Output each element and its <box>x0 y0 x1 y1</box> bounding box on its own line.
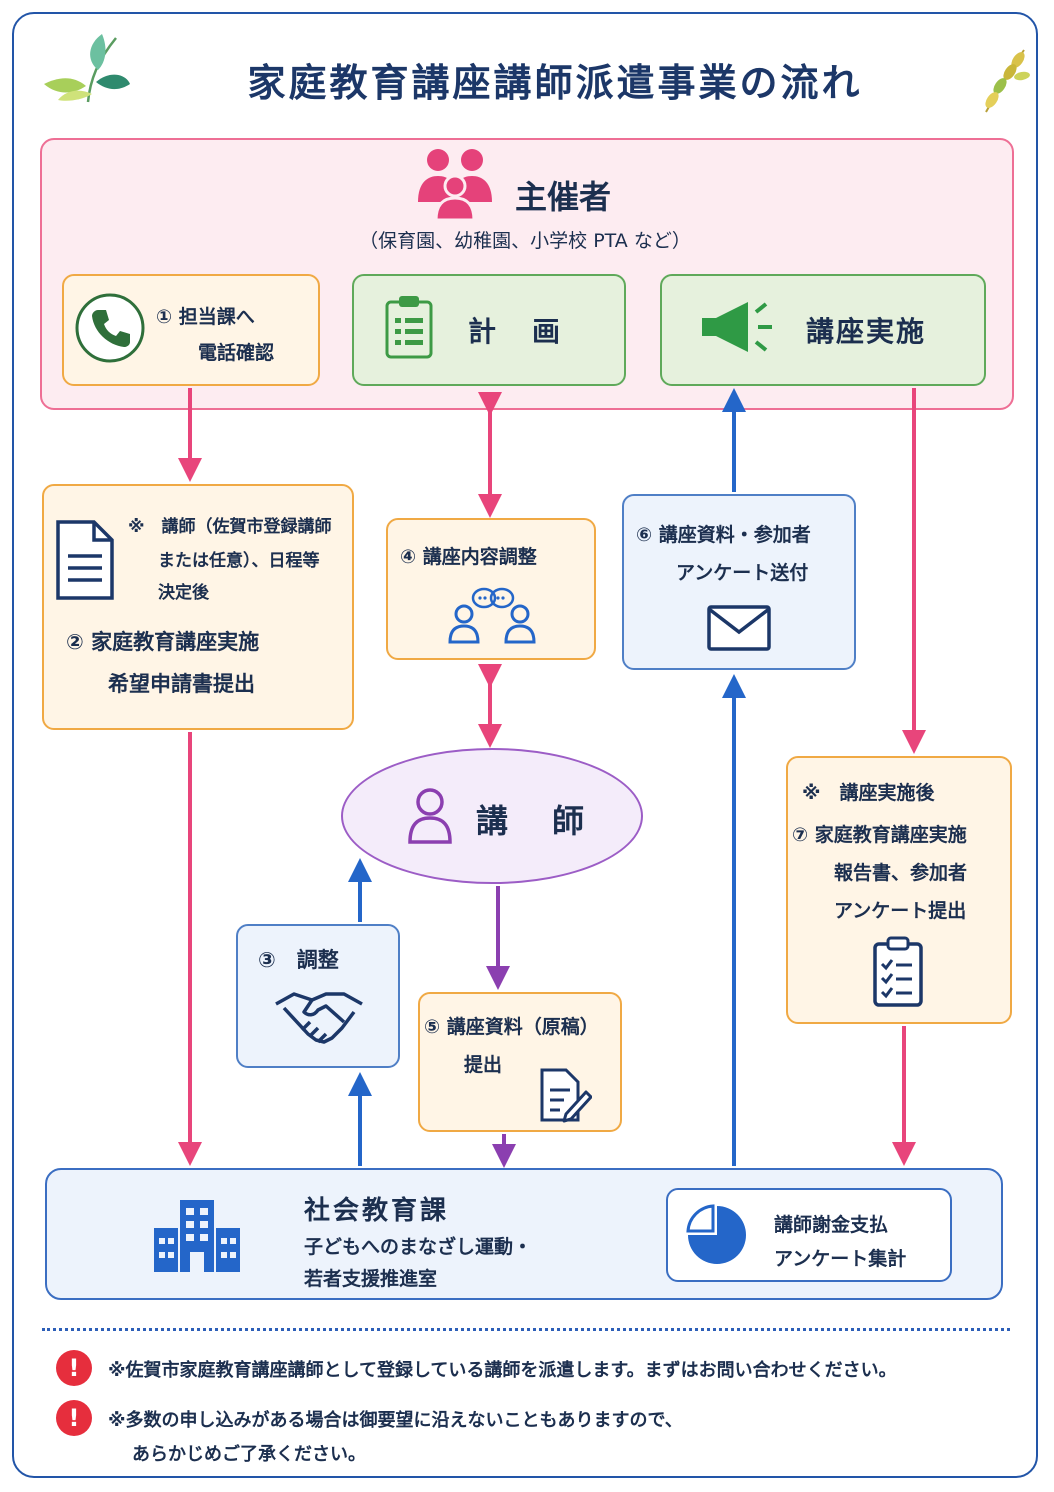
organizer-title: 主催者 <box>515 178 612 216</box>
plan-label: 計 画 <box>468 315 565 348</box>
document-edit-icon <box>540 1068 592 1123</box>
step5-box <box>418 992 622 1132</box>
social-education-sub1: 子どもへのまなざし運動・ <box>304 1236 533 1258</box>
instructor-ellipse <box>341 748 643 884</box>
phone-icon <box>75 293 145 363</box>
note-2-line1: ※多数の申し込みがある場合は御要望に沿えないこともありますので、 <box>108 1410 683 1431</box>
step4-label: ④ 講座内容調整 <box>400 546 537 568</box>
page-title: 家庭教育講座講師派遣事業の流れ <box>247 61 863 105</box>
step4-box <box>386 518 596 660</box>
step5-label-line1: ⑤ 講座資料（原稿） <box>424 1016 599 1038</box>
step2-label-line1: ② 家庭教育講座実施 <box>66 630 260 654</box>
warning-icon-1: ! <box>56 1350 92 1386</box>
step2-label-line2: 希望申請書提出 <box>108 672 255 696</box>
checklist-clipboard-icon <box>873 936 923 1007</box>
step7-label-line1: ⑦ 家庭教育講座実施 <box>792 824 967 846</box>
clipboard-icon <box>385 296 433 359</box>
step7-label-line2: 報告書、参加者 <box>834 862 968 884</box>
page-frame <box>12 12 1038 1478</box>
payment-label-line2: アンケート集計 <box>774 1248 907 1270</box>
leaf-left-icon <box>44 34 130 103</box>
social-education-sub2: 若者支援推進室 <box>304 1268 438 1290</box>
meeting-people-icon <box>448 587 536 644</box>
instructor-person-icon <box>408 788 452 844</box>
payment-label-line1: 講師謝金支払 <box>774 1214 889 1236</box>
step1-label-line2: 電話確認 <box>198 342 275 364</box>
step3-label: ③ 調整 <box>258 948 339 972</box>
step2-note-line1: ※ 講師（佐賀市登録講師 <box>128 517 332 537</box>
megaphone-icon <box>702 302 772 352</box>
organizer-subtitle: （保育園、幼稚園、小学校 PTA など） <box>359 230 691 252</box>
document-icon <box>56 520 114 600</box>
note-1: ※佐賀市家庭教育講座講師として登録している講師を派遣します。まずはお問い合わせく… <box>108 1360 897 1381</box>
pie-chart-icon <box>686 1204 746 1264</box>
social-education-title: 社会教育課 <box>304 1196 450 1226</box>
warning-icon-2: ! <box>56 1400 92 1436</box>
handshake-icon <box>275 992 363 1044</box>
step6-box <box>622 494 856 670</box>
step7-note: ※ 講座実施後 <box>802 782 935 804</box>
step6-label-line2: アンケート送付 <box>676 562 809 584</box>
divider-dotted <box>42 1328 1010 1331</box>
implementation-label: 講座実施 <box>806 315 927 348</box>
step5-label-line2: 提出 <box>464 1054 503 1076</box>
organizer-people-icon <box>418 149 492 222</box>
note-2-line2: あらかじめご了承ください。 <box>132 1444 366 1465</box>
envelope-icon <box>707 605 771 651</box>
step7-label-line3: アンケート提出 <box>834 900 967 922</box>
step6-label-line1: ⑥ 講座資料・参加者 <box>636 524 811 546</box>
building-icon <box>154 1200 240 1272</box>
leaf-right-icon <box>985 49 1030 113</box>
step2-note-line3: 決定後 <box>158 583 209 603</box>
step2-note-line2: または任意）、日程等 <box>158 551 320 571</box>
step1-label-line1: ① 担当課へ <box>156 306 255 328</box>
instructor-label: 講 師 <box>476 802 591 840</box>
